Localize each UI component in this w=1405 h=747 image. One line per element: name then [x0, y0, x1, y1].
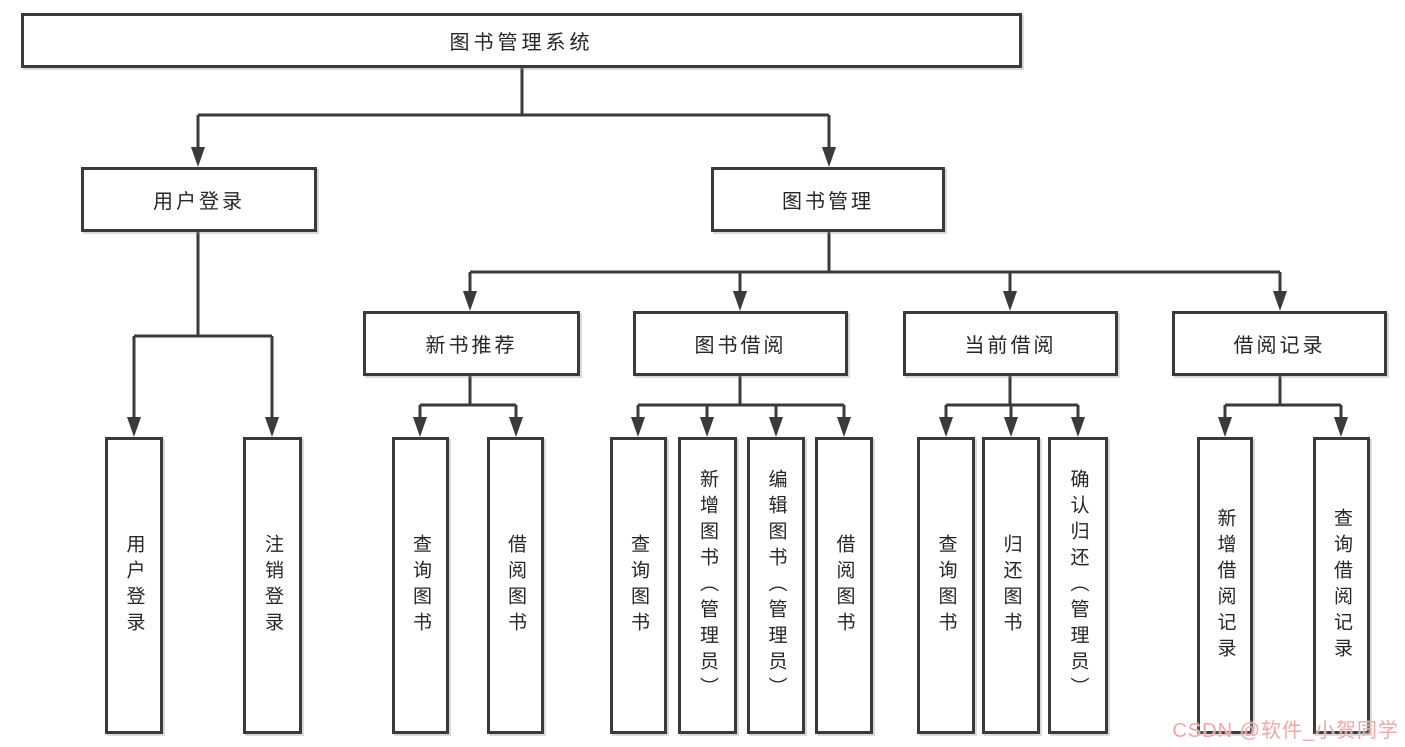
leaf-current-confirm-return-admin: 确认归还（管理员） [1048, 437, 1108, 734]
node-book-borrowing: 图书借阅 [633, 311, 848, 376]
node-library-system: 图书管理系统 [21, 13, 1022, 68]
leaf-current-return-books: 归还图书 [982, 437, 1040, 734]
leaf-borrowing-query-books-label: 查询图书 [628, 533, 649, 638]
leaf-recommend-query-books: 查询图书 [392, 437, 449, 734]
leaf-logout: 注销登录 [243, 437, 302, 734]
leaf-recommend-query-books-label: 查询图书 [410, 533, 431, 638]
leaf-current-query-books-label: 查询图书 [935, 533, 957, 638]
watermark: CSDN @软件_小贺同学 [1172, 720, 1399, 742]
leaf-borrowing-borrow-books: 借阅图书 [815, 437, 873, 734]
node-new-book-recommend-label: 新书推荐 [425, 335, 518, 357]
leaf-borrowing-query-books: 查询图书 [610, 437, 667, 734]
leaf-records-query-record: 查询借阅记录 [1313, 437, 1370, 734]
leaf-records-query-record-label: 查询借阅记录 [1331, 507, 1352, 664]
node-user-login-label: 用户登录 [153, 191, 245, 213]
node-borrowing-records-label: 借阅记录 [1233, 335, 1326, 357]
leaf-user-login-label: 用户登录 [123, 533, 145, 638]
leaf-records-add-record-label: 新增借阅记录 [1214, 507, 1236, 664]
node-borrowing-records: 借阅记录 [1172, 311, 1387, 376]
leaf-borrowing-edit-books-admin: 编辑图书（管理员） [747, 437, 805, 734]
leaf-borrowing-add-books-admin-label: 新增图书（管理员） [697, 468, 718, 703]
node-user-login: 用户登录 [81, 167, 317, 232]
leaf-recommend-borrow-books-label: 借阅图书 [505, 533, 526, 638]
leaf-borrowing-edit-books-admin-label: 编辑图书（管理员） [765, 468, 787, 703]
node-library-system-label: 图书管理系统 [449, 32, 594, 54]
leaf-logout-label: 注销登录 [262, 533, 283, 638]
connector-path [132, 68, 1343, 422]
node-book-borrowing-label: 图书借阅 [694, 335, 787, 357]
leaf-current-query-books: 查询图书 [917, 437, 975, 734]
node-book-management: 图书管理 [711, 167, 945, 232]
node-book-management-label: 图书管理 [782, 191, 874, 213]
node-current-borrowing: 当前借阅 [903, 311, 1118, 376]
leaf-records-add-record: 新增借阅记录 [1197, 437, 1253, 734]
node-new-book-recommend: 新书推荐 [363, 311, 580, 376]
leaf-current-return-books-label: 归还图书 [1000, 533, 1022, 638]
leaf-user-login: 用户登录 [105, 437, 163, 734]
leaf-borrowing-add-books-admin: 新增图书（管理员） [678, 437, 737, 734]
arrow-down-icons [127, 147, 1348, 437]
leaf-borrowing-borrow-books-label: 借阅图书 [833, 533, 855, 638]
node-current-borrowing-label: 当前借阅 [964, 335, 1057, 357]
leaf-recommend-borrow-books: 借阅图书 [487, 437, 544, 734]
leaf-current-confirm-return-admin-label: 确认归还（管理员） [1067, 468, 1089, 703]
